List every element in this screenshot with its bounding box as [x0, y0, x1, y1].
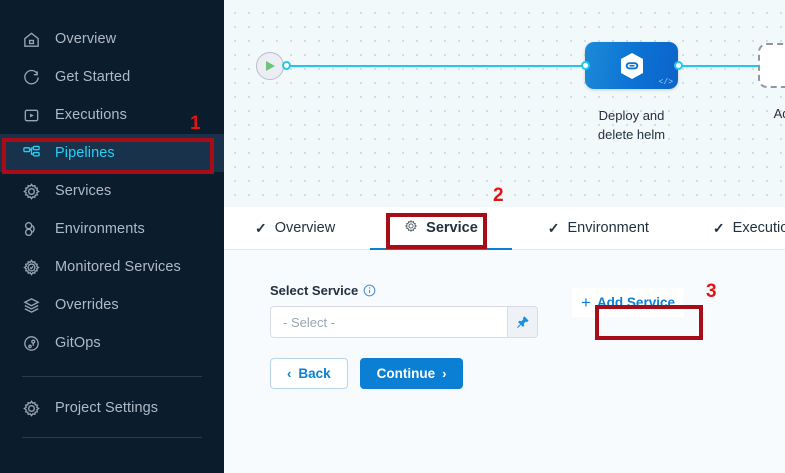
continue-label: Continue	[376, 366, 436, 381]
sidebar-item-label: Executions	[55, 107, 127, 123]
sidebar-item-project-settings[interactable]: Project Settings	[0, 389, 224, 427]
check-icon: ✓	[547, 219, 560, 236]
tab-bar: ✓ Overview Service ✓ Environment ✓ Execu…	[224, 207, 785, 251]
monitored-gear-icon	[22, 258, 41, 277]
check-icon: ✓	[255, 219, 267, 236]
pipeline-graph: </> + Deploy and delete helm Add Stage	[224, 0, 785, 207]
back-label: Back	[298, 366, 331, 381]
select-service-value: - Select -	[283, 314, 336, 330]
add-service-button[interactable]: + Add Service	[572, 288, 684, 317]
select-service-input[interactable]: - Select -	[270, 306, 508, 338]
select-service-label-row: Select Service	[270, 283, 785, 298]
select-service-row: - Select -	[270, 306, 785, 338]
sidebar-item-overview[interactable]: Overview	[0, 20, 224, 58]
form-actions: ‹ Back Continue ›	[270, 358, 464, 389]
gitops-icon	[22, 334, 41, 353]
sidebar-divider-bottom	[22, 437, 202, 438]
annotation-number-1: 1	[190, 113, 201, 134]
sidebar-item-gitops[interactable]: GitOps	[0, 324, 224, 362]
pipeline-canvas[interactable]: </> + Deploy and delete helm Add Stage	[224, 0, 785, 207]
sidebar: Overview Get Started Executions Pipeline…	[0, 0, 224, 473]
sidebar-item-executions[interactable]: Executions	[0, 96, 224, 134]
sidebar-item-label: GitOps	[55, 335, 101, 351]
check-icon: ✓	[712, 219, 725, 236]
connector-dot	[674, 61, 683, 70]
play-box-icon	[22, 106, 41, 125]
tab-label: Overview	[274, 220, 336, 236]
connector-line	[680, 65, 762, 67]
sidebar-item-services[interactable]: Services	[0, 172, 224, 210]
info-icon[interactable]	[363, 284, 376, 297]
plus-icon: +	[581, 293, 591, 312]
home-icon	[22, 30, 41, 49]
gear-icon	[22, 182, 41, 201]
main-content: </> + Deploy and delete helm Add Stage	[224, 0, 785, 473]
stage-caption-line2: delete helm	[597, 127, 666, 142]
pin-toggle-button[interactable]	[508, 306, 538, 338]
sidebar-item-label: Services	[55, 183, 112, 199]
add-service-label: Add Service	[596, 295, 675, 310]
sidebar-item-label: Project Settings	[55, 400, 159, 416]
add-stage-node[interactable]: +	[758, 43, 785, 88]
continue-button[interactable]: Continue ›	[359, 358, 464, 389]
sidebar-item-monitored-services[interactable]: Monitored Services	[0, 248, 224, 286]
stage-caption-line1: Deploy and	[598, 108, 665, 123]
pipeline-start-node[interactable]	[256, 52, 284, 80]
connector-dot	[581, 61, 590, 70]
sidebar-item-overrides[interactable]: Overrides	[0, 286, 224, 324]
sidebar-divider	[22, 376, 202, 377]
play-icon	[265, 61, 275, 71]
stage-caption: Deploy and delete helm	[564, 106, 699, 144]
tab-label: Execution	[732, 220, 785, 236]
sidebar-item-pipelines[interactable]: Pipelines	[0, 134, 224, 172]
tab-environment[interactable]: ✓ Environment	[542, 207, 655, 250]
sidebar-item-get-started[interactable]: Get Started	[0, 58, 224, 96]
annotation-number-2: 2	[493, 185, 504, 206]
tab-label: Service	[426, 220, 478, 236]
helm-hexagon-icon	[620, 52, 643, 79]
code-badge: </>	[658, 78, 673, 87]
pipeline-icon	[22, 144, 41, 163]
sidebar-item-label: Overrides	[55, 297, 119, 313]
chevron-left-icon: ‹	[287, 366, 292, 381]
environments-icon	[22, 220, 41, 239]
layers-icon	[22, 296, 41, 315]
sidebar-item-label: Overview	[55, 31, 117, 47]
connector-dot	[282, 61, 291, 70]
gear-icon	[404, 219, 418, 237]
annotation-number-3: 3	[706, 281, 717, 302]
tab-label: Environment	[567, 220, 649, 236]
add-stage-caption: Add Stage	[773, 106, 785, 121]
connector-line	[288, 65, 587, 67]
sidebar-item-label: Pipelines	[55, 145, 115, 161]
sidebar-item-label: Monitored Services	[55, 259, 181, 275]
rocket-start-icon	[22, 68, 41, 87]
sidebar-item-environments[interactable]: Environments	[0, 210, 224, 248]
chevron-right-icon: ›	[442, 366, 447, 381]
tab-overview[interactable]: ✓ Overview	[249, 207, 341, 250]
gear-icon	[22, 399, 41, 418]
back-button[interactable]: ‹ Back	[270, 358, 348, 389]
select-service-label: Select Service	[270, 283, 359, 298]
sidebar-item-label: Environments	[55, 221, 145, 237]
sidebar-item-label: Get Started	[55, 69, 131, 85]
service-form: Select Service - Select -	[224, 250, 785, 473]
stage-node-deploy-and-delete-helm[interactable]: </>	[585, 42, 678, 89]
tab-service[interactable]: Service	[370, 207, 512, 251]
pin-icon	[516, 316, 529, 328]
tab-execution[interactable]: ✓ Execution	[707, 207, 785, 250]
